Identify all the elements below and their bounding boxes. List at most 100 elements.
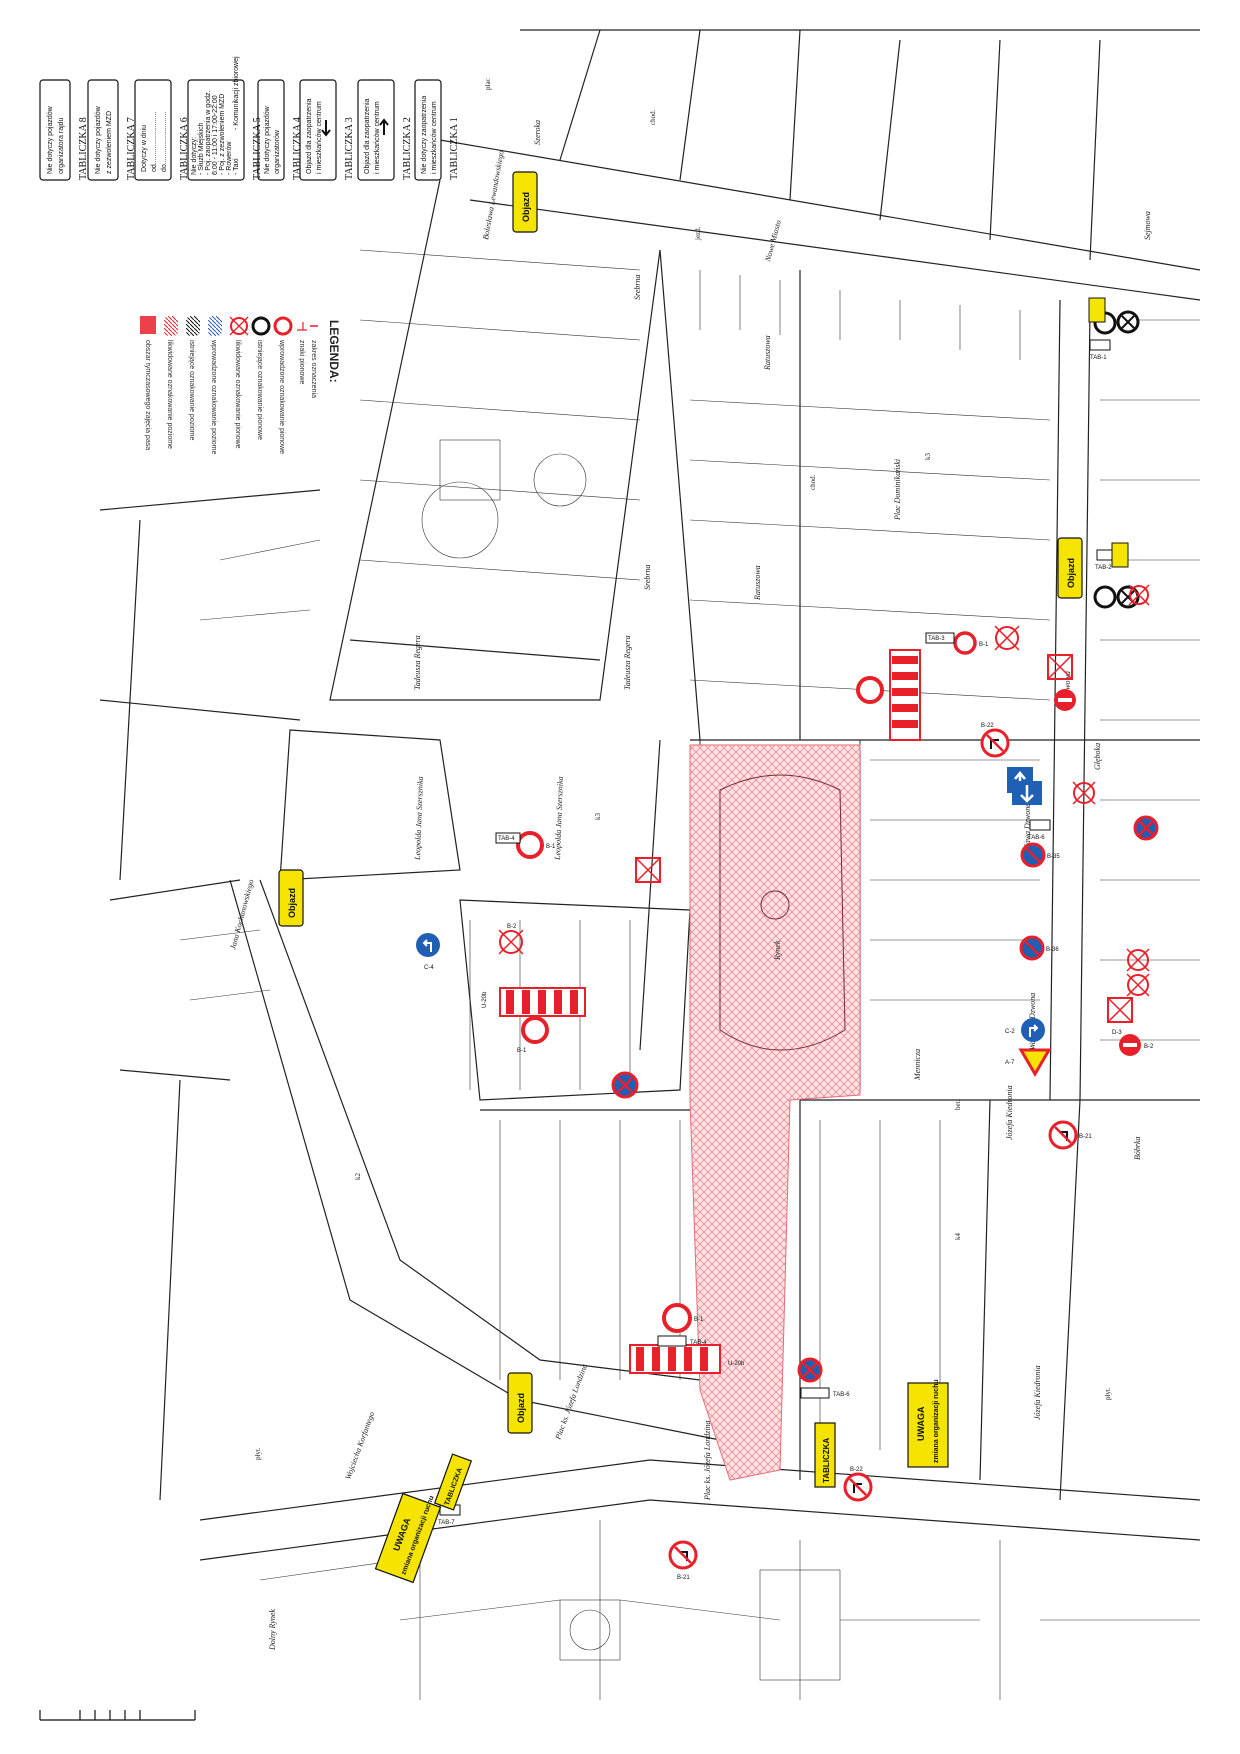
removed-d3-icon: D-3 [1107, 997, 1133, 1036]
parcel-labels: plac chod. jezd. chod. bet. płyt. k3 k3 … [254, 78, 1112, 1460]
black-hatch-icon [186, 316, 200, 336]
svg-text:Nie dotyczy pojazdów: Nie dotyczy pojazdów [47, 105, 54, 174]
sign-b36-icon [1133, 815, 1159, 841]
street-srebrna-2: Srebrna [643, 565, 652, 590]
yellow-tab-small [1111, 542, 1129, 568]
tabliczka-board-southwest: TABLICZKA [433, 1453, 473, 1511]
svg-text:wprowadzone oznakowanie pionow: wprowadzone oznakowanie pionowe [278, 339, 285, 454]
street-wacawa-dzwona: Wacława Dzwona [1023, 803, 1032, 860]
tablet-7: Nie dotyczy pojazdów z zezwoleniem MZD T… [87, 79, 137, 181]
yellow-tab-small [1088, 297, 1106, 323]
svg-text:likwidowane oznakowanie poziom: likwidowane oznakowanie poziome [166, 340, 173, 449]
street-stawowa: Stawowa [1063, 671, 1072, 700]
svg-text:od...........................: od........................... [151, 112, 158, 172]
legend-title: LEGENDA: [327, 320, 341, 383]
warning-board-southeast: UWAGA zmiana organizacji ruchu [907, 1379, 949, 1468]
sign-no-turn-icon: B-22 [843, 1467, 873, 1502]
legend-row: zakres oznaczenia [310, 325, 318, 398]
street-plac-dominikanski: Plac Dominikański [893, 459, 902, 521]
detour-board-north: Objazd [512, 171, 538, 233]
warning-board-southwest: UWAGA zmiana organizacji ruchu [374, 1492, 442, 1584]
sign-no-turn-icon: B-21 [1048, 1120, 1092, 1150]
svg-text:TAB-6: TAB-6 [1028, 835, 1045, 841]
svg-text:Nie dotyczy:: Nie dotyczy: [191, 137, 198, 175]
detour-board-south: Objazd [507, 1372, 533, 1434]
svg-text:A-7: A-7 [1005, 1060, 1015, 1066]
svg-text:U-20b: U-20b [728, 1361, 745, 1367]
svg-text:istniejące oznakowanie poziome: istniejące oznakowanie poziome [188, 340, 195, 440]
street-plac-londzina: Plac ks. Józefa Londzina [553, 1363, 589, 1442]
street-sejmowa: Sejmowa [1143, 211, 1152, 240]
sign-a7-icon: A-7 [1005, 1048, 1052, 1077]
svg-text:i mieszkańców centrum: i mieszkańców centrum [431, 101, 438, 174]
svg-text:k4: k4 [954, 1233, 962, 1241]
removed-sign-icon [1126, 948, 1150, 972]
svg-text:k2: k2 [354, 1173, 362, 1181]
sign-b1-icon: B-1 [662, 1303, 704, 1333]
tab-plate-icon: TAB-6 [800, 1387, 850, 1399]
detour-boards: Objazd Objazd Objazd Objazd UWAGA zmiana… [278, 171, 1129, 1584]
removed-sign-icon [1128, 584, 1150, 606]
tab-plate-icon: TAB-6 [1028, 819, 1051, 841]
tab-plate-icon: TAB-4 [657, 1335, 707, 1347]
tablet-1: Nie dotyczy zaopatrzenia i mieszkańców c… [414, 79, 460, 181]
svg-text:UWAGA: UWAGA [916, 1406, 926, 1441]
arrow-right-icon [379, 118, 389, 135]
svg-text:- Rowerów: - Rowerów [226, 141, 233, 175]
svg-text:TABLICZKA 4: TABLICZKA 4 [292, 117, 303, 180]
svg-text:Dotyczy w dniu: Dotyczy w dniu [141, 125, 148, 172]
scale-bar [39, 1710, 196, 1721]
red-area-icon [140, 316, 156, 334]
street-rynek: Rynek [773, 940, 782, 961]
svg-text:chod.: chod. [809, 474, 817, 490]
street-plac-londzina-2: Plac ks. Józefa Londzina [703, 1420, 712, 1501]
removed-d3-icon [635, 857, 661, 883]
sign-b36-icon: B-36 [1019, 935, 1059, 961]
legend-row: wprowadzone oznakowanie poziome [208, 316, 222, 455]
tablet-3: Objazd dla zaopatrzenia i mieszkańców ce… [299, 79, 355, 181]
svg-text:Nie dotyczy pojazdów: Nie dotyczy pojazdów [264, 105, 271, 174]
zebra-crossing-south: U-20b [629, 1344, 745, 1374]
sign-no-turn-icon: B-22 [980, 723, 1010, 758]
svg-text:- Służb Miejskich: - Służb Miejskich [198, 122, 205, 175]
street-korfantego: Wojciecha Korfantego [343, 1410, 376, 1480]
sign-b1-icon: B-1 [953, 631, 989, 655]
sign-b1-icon: B-1 [517, 1016, 549, 1054]
legend-row: istniejące oznakowanie pionowe [251, 316, 271, 440]
svg-text:i mieszkańców centrum: i mieszkańców centrum [316, 101, 323, 174]
svg-text:TABLICZKA 1: TABLICZKA 1 [449, 117, 460, 180]
tabliczka-board-south: TABLICZKA [814, 1422, 836, 1488]
sign-b1-icon [856, 676, 884, 704]
tablet-6: Dotyczy w dniu od.......................… [134, 79, 190, 181]
svg-text:znaki pionowe: znaki pionowe [298, 340, 305, 384]
legend-row: obszar tymczasowego zajęcia pasa [140, 316, 156, 450]
svg-text:istniejące oznakowanie pionowe: istniejące oznakowanie pionowe [256, 340, 263, 440]
svg-text:TABLICZKA: TABLICZKA [822, 1438, 831, 1483]
tablet-4: Nie dotyczy pojazdów organizatorów TABLI… [257, 79, 303, 181]
svg-text:TABLICZKA 5: TABLICZKA 5 [252, 117, 263, 180]
svg-text:Nie dotyczy pojazdów: Nie dotyczy pojazdów [95, 105, 102, 174]
svg-text:Objazd dla zaopatrzenia: Objazd dla zaopatrzenia [306, 98, 313, 174]
existing-sign-icon [1116, 310, 1140, 334]
svg-text:Objazd: Objazd [521, 192, 531, 222]
svg-text:B-1: B-1 [694, 1317, 704, 1323]
svg-text:- Komunikacji zbiorowej: - Komunikacji zbiorowej [233, 56, 240, 130]
street-tadeusza-regera: Tadeusza Regera [413, 635, 422, 690]
svg-text:6:00 - 11:00 i 17:00-22:00: 6:00 - 11:00 i 17:00-22:00 [212, 95, 219, 175]
removed-sign-icon [1126, 973, 1150, 997]
detour-board-west: Objazd [278, 869, 304, 927]
tab-plate-icon: TAB-1 [1089, 339, 1111, 361]
svg-text:U-20b: U-20b [482, 991, 488, 1008]
street-bobrka: Bóbrka [1133, 1136, 1142, 1160]
svg-text:D-3: D-3 [1112, 1030, 1122, 1036]
sign-no-turn-icon: B-21 [668, 1540, 698, 1581]
svg-text:TAB-6: TAB-6 [833, 1392, 850, 1398]
blue-hatch-icon [208, 316, 222, 336]
street-szersznika-2: Leopolda Jana Szersznika [553, 776, 565, 861]
svg-text:TABLICZKA 8: TABLICZKA 8 [78, 117, 89, 180]
svg-text:do...........................: do........................... [161, 112, 168, 172]
removed-sign-icon [1072, 781, 1096, 805]
removed-sign-icon: B-2 [498, 924, 524, 955]
svg-text:B-22: B-22 [850, 1467, 863, 1473]
